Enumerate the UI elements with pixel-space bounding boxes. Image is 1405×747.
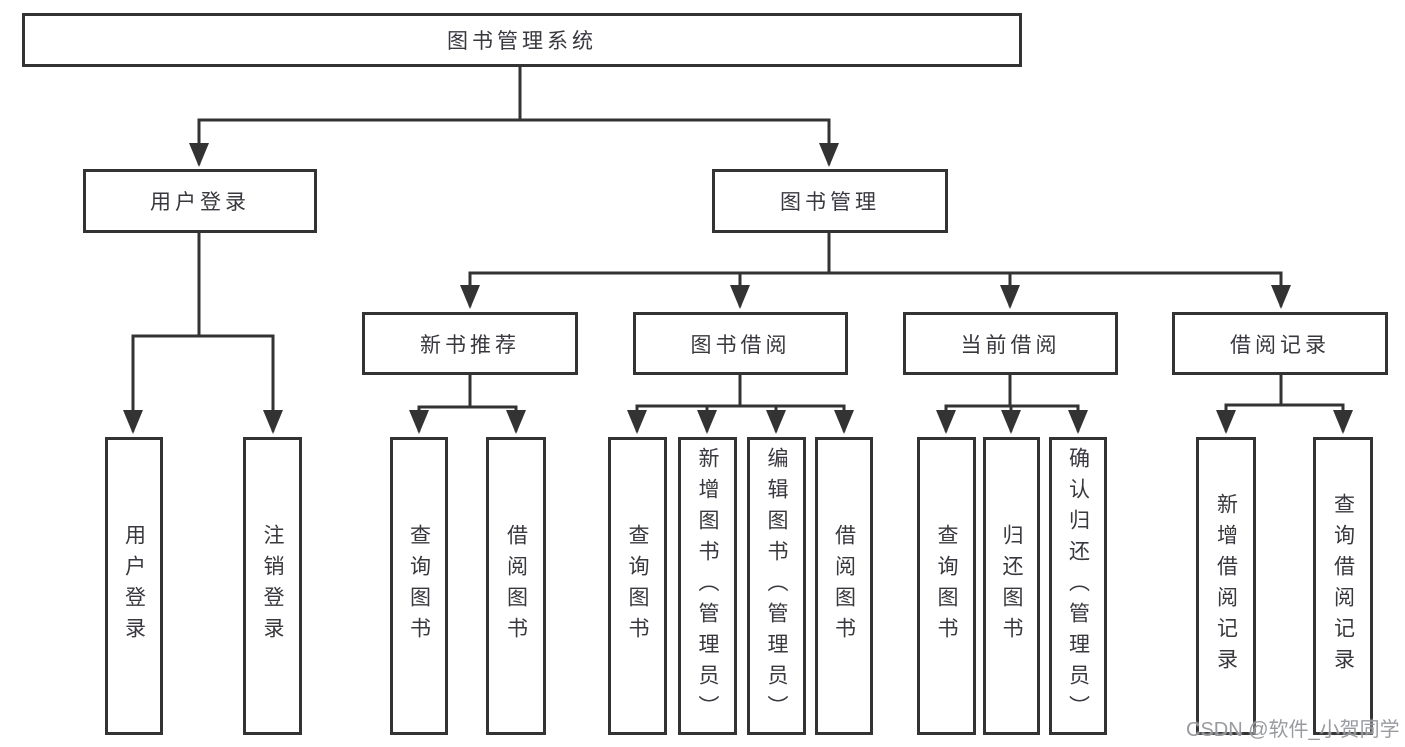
node-new-book-recommend: 新书推荐 bbox=[362, 312, 578, 375]
leaf-borrow-edit-book-admin: 编辑图书（管理员） bbox=[747, 437, 806, 735]
node-current-borrow-label: 当前借阅 bbox=[960, 333, 1061, 357]
leaf-borrow-borrow-books: 借阅图书 bbox=[815, 437, 873, 735]
leaf-records-query-record-label: 查询借阅记录 bbox=[1331, 493, 1355, 679]
leaf-borrow-query-books-label: 查询图书 bbox=[626, 524, 649, 648]
leaf-borrow-add-book-admin: 新增图书（管理员） bbox=[678, 437, 737, 735]
leaf-borrow-query-books: 查询图书 bbox=[608, 437, 667, 735]
node-borrow-records-label: 借阅记录 bbox=[1230, 333, 1330, 357]
csdn-watermark: CSDN @软件_小贺同学 bbox=[1186, 719, 1400, 741]
node-current-borrow: 当前借阅 bbox=[903, 312, 1118, 375]
leaf-current-return-books-label: 归还图书 bbox=[1000, 524, 1023, 648]
leaf-borrow-edit-book-admin-label: 编辑图书（管理员） bbox=[765, 446, 788, 726]
node-book-management-label: 图书管理 bbox=[780, 191, 880, 214]
leaf-records-add-record: 新增借阅记录 bbox=[1196, 437, 1256, 735]
node-borrow-records: 借阅记录 bbox=[1172, 312, 1388, 375]
leaf-logout-label: 注销登录 bbox=[261, 524, 284, 648]
leaf-current-confirm-return-admin-label: 确认归还（管理员） bbox=[1066, 446, 1090, 726]
node-library-system-label: 图书管理系统 bbox=[447, 30, 597, 53]
leaf-records-query-record: 查询借阅记录 bbox=[1313, 437, 1373, 735]
leaf-newbook-borrow-books: 借阅图书 bbox=[486, 437, 546, 735]
leaf-borrow-borrow-books-label: 借阅图书 bbox=[832, 524, 856, 648]
leaf-borrow-add-book-admin-label: 新增图书（管理员） bbox=[696, 446, 719, 726]
node-book-borrow: 图书借阅 bbox=[633, 312, 848, 375]
leaf-newbook-query-books: 查询图书 bbox=[390, 437, 448, 735]
leaf-records-add-record-label: 新增借阅记录 bbox=[1214, 493, 1238, 679]
leaf-current-return-books: 归还图书 bbox=[983, 437, 1040, 735]
node-book-borrow-label: 图书借阅 bbox=[690, 333, 791, 357]
node-user-login: 用户登录 bbox=[83, 169, 317, 233]
leaf-newbook-borrow-books-label: 借阅图书 bbox=[504, 524, 528, 648]
leaf-current-confirm-return-admin: 确认归还（管理员） bbox=[1049, 437, 1107, 735]
leaf-user-login-label: 用户登录 bbox=[122, 524, 146, 648]
leaf-current-query-books: 查询图书 bbox=[917, 437, 976, 735]
node-book-management: 图书管理 bbox=[712, 169, 948, 233]
node-new-book-recommend-label: 新书推荐 bbox=[420, 333, 520, 357]
node-user-login-label: 用户登录 bbox=[150, 191, 250, 214]
leaf-user-login: 用户登录 bbox=[105, 437, 163, 735]
leaf-logout: 注销登录 bbox=[243, 437, 302, 735]
leaf-newbook-query-books-label: 查询图书 bbox=[407, 524, 431, 648]
leaf-current-query-books-label: 查询图书 bbox=[935, 524, 958, 648]
node-library-system: 图书管理系统 bbox=[22, 13, 1022, 67]
